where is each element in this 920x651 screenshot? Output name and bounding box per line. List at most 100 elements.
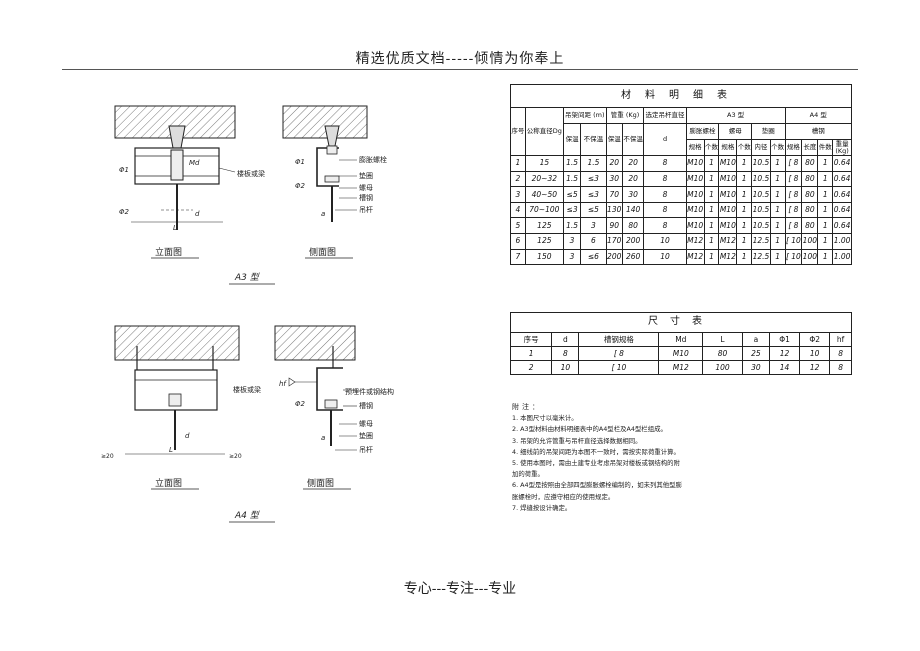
table-cell: 7 — [510, 248, 526, 266]
table-cell: M10 — [685, 186, 705, 203]
page-footer: 专心---专注---专业 — [403, 581, 517, 597]
table-cell: 1 — [736, 217, 753, 234]
table-cell: [ 10 — [784, 232, 803, 250]
table-cell: 1 — [817, 248, 834, 266]
table-cell: 100 — [801, 232, 819, 250]
table-cell: 1 — [703, 201, 720, 219]
table-cell: ≤5 — [562, 186, 582, 203]
table-cell: 1 — [736, 201, 753, 219]
mh-channel: 槽钢 — [784, 123, 853, 140]
table-cell: 1 — [769, 186, 786, 203]
table-cell: 30 — [621, 186, 645, 203]
a4-side-phi2: Φ2 — [295, 400, 306, 408]
table-cell: 0.64 — [832, 217, 852, 234]
table-cell: 8 — [643, 201, 687, 219]
table-cell: 12.5 — [751, 248, 771, 266]
a4-side-view: Φ2 hf a 楼板或梁 预埋件或钢结构 槽钢 螺母 垫圈 吊杆 侧面图 — [233, 325, 394, 490]
table-cell: 80 — [801, 217, 819, 234]
mh-ch-length: 长度 — [801, 139, 819, 156]
table-cell: ≤3 — [580, 186, 607, 203]
table-cell: 1 — [736, 170, 753, 188]
header-text: (Kg) — [625, 111, 640, 120]
a3-label-phi1: Φ1 — [119, 166, 129, 174]
table-cell: [ 10 — [578, 360, 660, 375]
a4-callout-rod: 吊杆 — [359, 445, 373, 454]
table-cell: 30 — [605, 170, 623, 188]
table-cell: 125 — [524, 232, 564, 250]
table-cell: 100 — [801, 248, 819, 266]
a3-label-d: d — [195, 210, 200, 218]
table-cell: ≤6 — [580, 248, 607, 266]
a3-anchor-bolt — [168, 125, 186, 149]
table-cell: 10.5 — [751, 186, 771, 203]
table-cell: 1 — [736, 248, 753, 266]
mh-ch-pieces: 件数 — [817, 139, 834, 156]
a4-front-title: 立面图 — [155, 477, 182, 489]
a3-callout-nut: 螺母 — [359, 183, 373, 192]
table-cell: 0.64 — [832, 170, 852, 188]
table-cell: M10 — [718, 170, 738, 188]
table-cell: 10.5 — [751, 170, 771, 188]
table-cell: 序号 — [509, 332, 553, 347]
table-cell: 1 — [769, 201, 786, 219]
table-cell: M10 — [658, 346, 704, 361]
header-text: 吊架间距 — [565, 111, 592, 120]
table-cell: 4 — [510, 201, 526, 219]
a4-slab — [114, 325, 240, 361]
table-cell: 1.5 — [562, 155, 582, 172]
table-cell: 1 — [703, 217, 720, 234]
table-cell: 2 — [510, 170, 526, 188]
table-cell: M12 — [685, 232, 705, 250]
a3-front-title: 立面图 — [155, 246, 182, 258]
mh-ch-spec: 规格 — [784, 139, 803, 156]
table-cell: 1 — [703, 155, 720, 172]
table-cell: 200 — [621, 232, 645, 250]
mh-noinsul-2: 不保温 — [621, 123, 645, 156]
table-cell: 8 — [643, 170, 687, 188]
mh-nominal: 公称直径Dg — [524, 107, 564, 156]
table-cell: 40~50 — [524, 186, 564, 203]
note-item: 3. 吊架的允许管重与吊杆直径选择数据相同。 — [512, 436, 642, 445]
notes-title: 附注： — [512, 403, 542, 411]
note-item: 6. A4型是按照由全部四型膨胀螺栓编制的，如未列其他型膨 — [512, 481, 682, 490]
table-cell: M12 — [718, 248, 738, 266]
mh-ch-weight: 重量(Kg) — [832, 139, 852, 156]
a3-nut-washer — [170, 149, 184, 181]
a4-callout-slab: 楼板或梁 — [233, 385, 261, 394]
table-cell: 3 — [580, 217, 607, 234]
table-cell: 150 — [524, 248, 564, 266]
header-text: (Kg) — [835, 146, 849, 155]
table-cell: 80 — [801, 155, 819, 172]
table-cell: 10.5 — [751, 217, 771, 234]
a3-side-title: 侧面图 — [309, 246, 336, 258]
table-cell: 1 — [817, 186, 834, 203]
mh-d: d — [643, 123, 687, 156]
a3-type-label: A3 型 — [234, 272, 260, 283]
table-cell: 3 — [510, 186, 526, 203]
mh-washer: 垫圈 — [751, 123, 786, 140]
a4-type-label: A4 型 — [234, 510, 260, 521]
mh-washer-count: 个数 — [769, 139, 786, 156]
materials-table: 材料明细表 序号 公称直径Dg 吊架间距 (m) 管重 (Kg) 选定吊杆直径 … — [510, 84, 853, 266]
a3-label-md: Md — [189, 159, 200, 167]
table-cell: Φ2 — [799, 332, 831, 347]
note-item: 加的荷重。 — [512, 470, 544, 479]
table-cell: 1 — [736, 232, 753, 250]
table-cell: M10 — [718, 201, 738, 219]
table-cell: 1.00 — [832, 232, 852, 250]
note-item: 2. A3型材料由材料明细表中的A4型栏及A4型栏组成。 — [512, 425, 667, 434]
a4-label-ge20-right: ≥20 — [229, 453, 242, 460]
note-item: 5. 使用本图时，需由土建专业考虑吊架对楼板或钢结构的附 — [512, 459, 680, 468]
header-text: 重量 — [835, 139, 849, 148]
materials-title: 材料明细表 — [510, 84, 852, 108]
table-cell: 1 — [509, 346, 553, 361]
a4-callout-channel: 槽钢 — [359, 401, 373, 410]
a4-callout-nut: 螺母 — [359, 419, 373, 428]
table-cell: 1.00 — [832, 248, 852, 266]
